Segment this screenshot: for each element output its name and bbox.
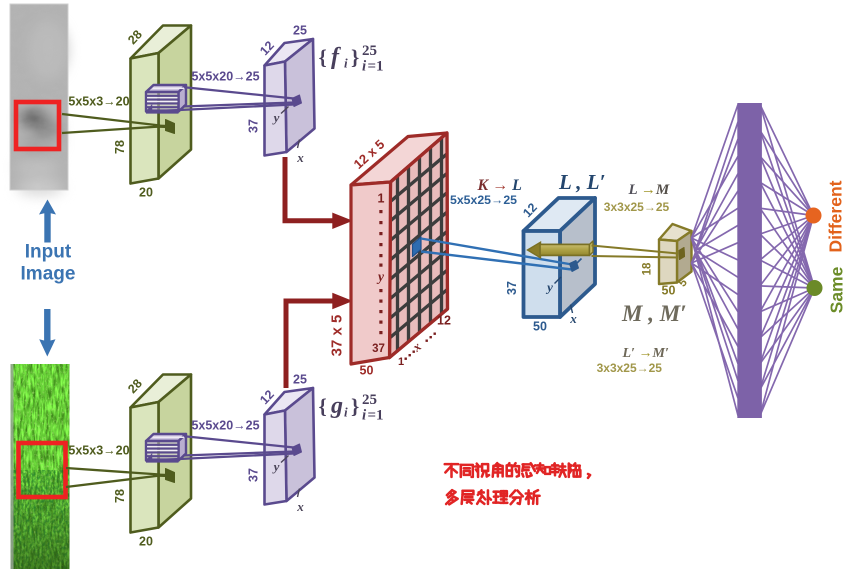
svg-text:37: 37 [247, 119, 261, 133]
svg-text:5x5x25→25: 5x5x25→25 [450, 193, 517, 207]
svg-text:37 x 5: 37 x 5 [329, 315, 346, 357]
svg-text:i: i [362, 59, 367, 75]
svg-text:25: 25 [293, 24, 307, 38]
svg-text:50: 50 [662, 284, 676, 298]
svg-text:5x5x3→20: 5x5x3→20 [68, 444, 129, 458]
svg-text:}: } [351, 45, 359, 69]
svg-text:y: y [376, 269, 385, 284]
svg-text:{: { [319, 394, 327, 418]
svg-text:=1: =1 [368, 408, 384, 424]
svg-text:50: 50 [360, 364, 374, 378]
svg-text:Input: Input [25, 242, 72, 263]
svg-text:Different: Different [826, 180, 846, 252]
svg-text:}: } [351, 394, 359, 418]
svg-text:20: 20 [139, 186, 153, 200]
svg-text:Image: Image [21, 264, 76, 285]
svg-text:L →M: L →M [628, 182, 670, 198]
svg-text:L′ →M′: L′ →M′ [622, 346, 669, 361]
svg-text:i: i [344, 56, 348, 71]
svg-text:28: 28 [125, 27, 145, 47]
svg-text:=1: =1 [368, 59, 384, 75]
svg-text:5x5x20→25: 5x5x20→25 [191, 419, 259, 433]
svg-text:x: x [296, 150, 304, 165]
svg-text:3x3x25→25: 3x3x25→25 [604, 200, 670, 214]
svg-text:78: 78 [113, 489, 127, 503]
svg-text:y: y [272, 110, 280, 125]
svg-text:1: 1 [398, 356, 404, 368]
svg-text:37: 37 [247, 468, 261, 482]
svg-text:1: 1 [378, 192, 385, 206]
svg-text:M , M′: M , M′ [621, 301, 687, 326]
svg-text:x: x [409, 338, 425, 355]
svg-text:20: 20 [139, 535, 153, 549]
svg-text:25: 25 [362, 392, 377, 408]
svg-text:12: 12 [437, 314, 451, 328]
svg-text:y: y [272, 459, 280, 474]
svg-text:18: 18 [642, 262, 654, 275]
svg-text:78: 78 [113, 140, 127, 154]
svg-text:x: x [569, 311, 577, 326]
svg-text:Same: Same [827, 266, 847, 313]
svg-text:L , L′: L , L′ [558, 170, 606, 194]
svg-text:K → L: K → L [477, 177, 523, 194]
svg-text:x: x [296, 499, 304, 514]
svg-text:50: 50 [533, 320, 547, 334]
svg-text:37: 37 [372, 343, 385, 355]
svg-text:28: 28 [125, 376, 145, 396]
svg-text:i: i [344, 405, 348, 420]
svg-text:3x3x25→25: 3x3x25→25 [597, 361, 663, 375]
svg-text:y: y [545, 280, 553, 295]
svg-text:5x5x20→25: 5x5x20→25 [191, 70, 259, 84]
svg-text:{: { [319, 45, 327, 69]
svg-text:25: 25 [293, 373, 307, 387]
svg-text:f: f [331, 44, 341, 70]
svg-text:5x5x3→20: 5x5x3→20 [68, 95, 129, 109]
svg-text:g: g [330, 393, 343, 419]
svg-text:i: i [362, 408, 367, 424]
svg-text:37: 37 [505, 281, 519, 295]
svg-text:25: 25 [362, 43, 377, 59]
